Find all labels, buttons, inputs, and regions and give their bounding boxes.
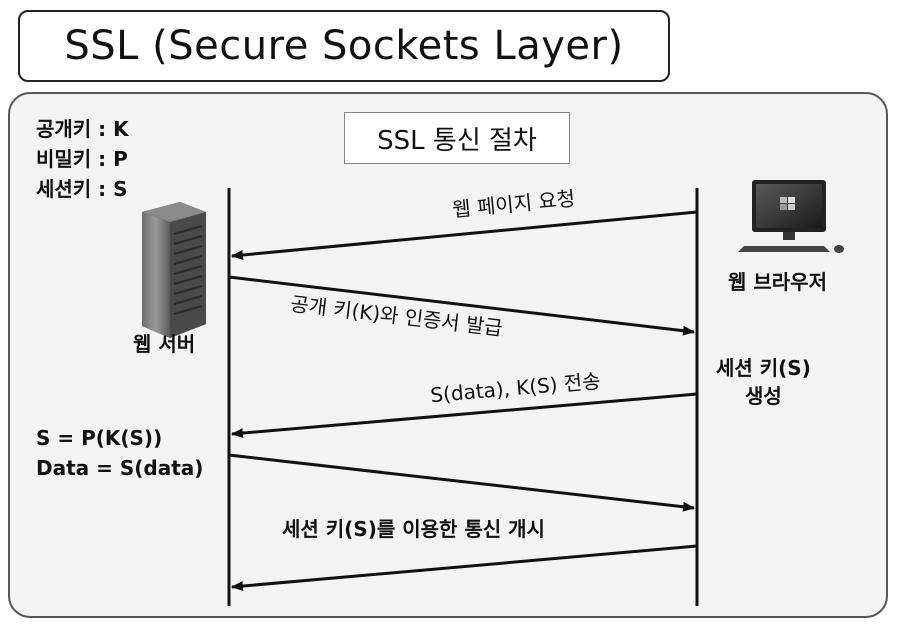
desktop-computer-icon [738, 180, 844, 253]
message-session-communication: 세션 키(S)를 이용한 통신 개시 [282, 517, 545, 541]
client-note-line-2: 생성 [745, 384, 782, 408]
client-note-line-1: 세션 키(S) [716, 356, 811, 380]
key-session: 세션키 : S [36, 177, 128, 201]
arrow-server-response [228, 453, 695, 512]
page-title: SSL (Secure Sockets Layer) [64, 23, 624, 69]
client-note: 세션 키(S) 생성 [716, 354, 811, 410]
key-private: 비밀키 : P [36, 147, 128, 171]
arrow-session-key-transfer [231, 392, 698, 439]
server-note-line-1: S = P(K(S)) [36, 426, 163, 450]
server-label: 웹 서버 [133, 332, 196, 356]
client-label: 웹 브라우저 [728, 270, 827, 294]
title-box: SSL (Secure Sockets Layer) [18, 10, 670, 82]
diagram-panel [8, 92, 888, 618]
diagram-subtitle: SSL 통신 절차 [377, 125, 537, 156]
server-note-line-2: Data = S(data) [36, 456, 204, 480]
subtitle-box: SSL 통신 절차 [344, 112, 570, 164]
arrow-public-key-certificate [228, 275, 695, 336]
arrow-web-page-request [231, 210, 698, 260]
server-icon [142, 202, 206, 338]
server-note: S = P(K(S)) Data = S(data) [36, 423, 203, 483]
key-legend: 공개키 : K 비밀키 : P 세션키 : S [36, 114, 129, 204]
key-public: 공개키 : K [36, 117, 129, 141]
arrow-session-communication [231, 544, 698, 592]
